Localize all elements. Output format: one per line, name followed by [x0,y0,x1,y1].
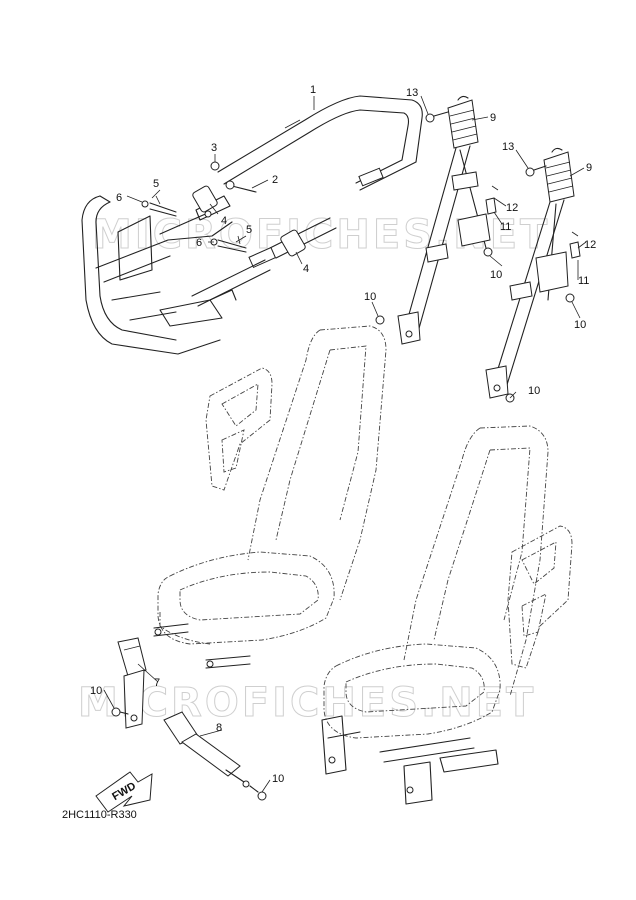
callout-10f: 10 [272,773,284,785]
callout-13a: 13 [406,87,418,99]
callout-labels: 1 2 3 4 4 5 5 6 6 7 8 9 9 10 10 10 10 10… [90,84,596,785]
callout-9a: 9 [490,112,496,124]
callout-11b: 11 [578,275,589,287]
roll-bar-frame[interactable] [191,95,423,307]
callout-5b: 5 [246,224,252,236]
seat-belt-assembly-right[interactable] [485,147,575,399]
callout-8: 8 [216,722,222,734]
seat-right [321,425,573,805]
callout-2: 2 [272,174,278,186]
callout-10c: 10 [574,319,586,331]
watermark-bottom: MICROFICHES.NET [78,680,536,726]
callout-1: 1 [310,84,316,96]
body-frame [81,195,237,355]
callout-7: 7 [154,677,160,689]
belt-hardware[interactable] [375,111,581,403]
callout-12b: 12 [584,239,596,251]
callout-12a: 12 [506,202,518,214]
callout-4a: 4 [221,215,227,227]
callout-5a: 5 [153,178,159,190]
callout-10e: 10 [90,685,102,697]
callout-11a: 11 [500,221,511,233]
callout-6b: 6 [196,237,202,249]
callout-6a: 6 [116,192,122,204]
seat-left [153,325,387,669]
callout-9b: 9 [586,162,592,174]
bottom-bolts[interactable] [111,707,267,801]
diagram-code: 2HC1110-R330 [62,809,137,821]
callout-10d: 10 [528,385,540,397]
seat-belt-buckle[interactable] [117,637,147,729]
callout-10a: 10 [364,291,376,303]
fwd-arrow-icon: FWD [95,771,153,813]
seat-belt-stalk[interactable] [163,711,250,788]
seat-belt-assembly-left[interactable] [397,95,491,345]
callout-10b: 10 [490,269,502,281]
callout-3: 3 [211,142,217,154]
leader-lines [103,95,587,793]
callout-4b: 4 [303,263,309,275]
callout-13b: 13 [502,141,514,153]
